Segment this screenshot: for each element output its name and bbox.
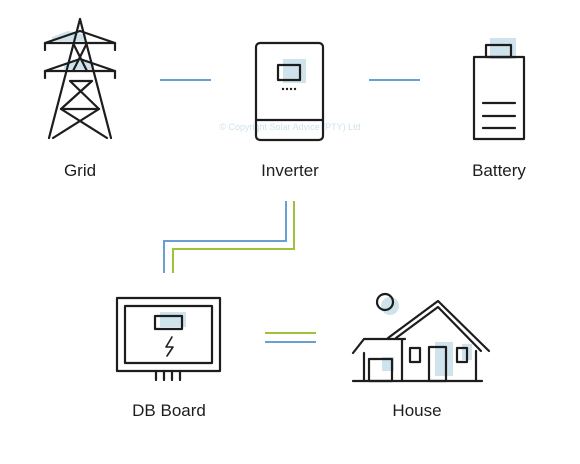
copyright-watermark: © Copyright Solar Advice (PTY) Ltd	[219, 122, 360, 132]
inverter-icon	[254, 41, 325, 142]
grid-label: Grid	[64, 161, 96, 180]
inverter-db-wire-green	[172, 201, 295, 273]
house-icon	[351, 292, 491, 383]
db-board-icon	[115, 296, 222, 382]
battery-label: Battery	[472, 161, 526, 180]
inverter-db-wire-blue	[163, 201, 287, 273]
battery-icon	[472, 38, 526, 141]
grid-pylon-icon	[43, 17, 117, 140]
inverter-label: Inverter	[261, 161, 319, 180]
house-label: House	[392, 401, 441, 420]
db-board-label: DB Board	[132, 401, 206, 420]
